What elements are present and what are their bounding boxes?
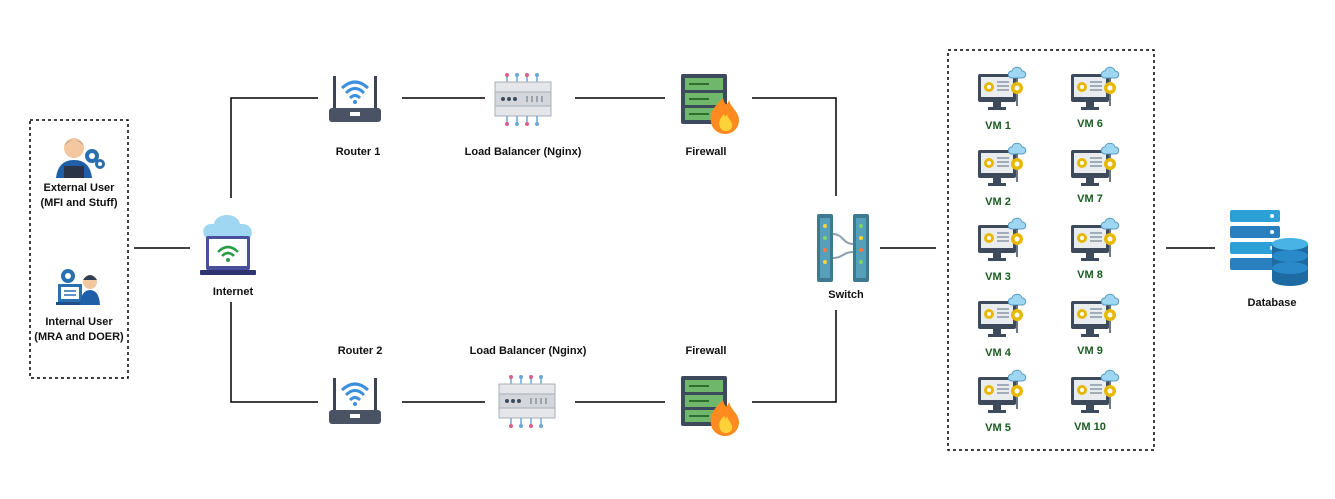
vm-8-icon: [1070, 217, 1120, 262]
vm-label: VM 3: [985, 271, 1011, 283]
vm-label: VM 10: [1074, 421, 1106, 433]
database-icon: [1230, 210, 1308, 286]
internal-user-title: Internal User: [45, 316, 113, 328]
vm-label: VM 7: [1077, 193, 1103, 205]
firewall-2-label: Firewall: [685, 345, 727, 357]
load-balancer-1-icon: [494, 72, 552, 127]
external-user-title: External User: [43, 182, 115, 194]
vm-2-icon: [977, 142, 1027, 187]
vm-10-icon: [1070, 369, 1120, 414]
vm-1-icon: [977, 66, 1027, 111]
vm-label: VM 9: [1077, 345, 1103, 357]
router-1-icon: [327, 74, 383, 124]
internet-icon: [200, 215, 256, 275]
firewall-1-icon: [680, 73, 740, 135]
internal-user-label: Internal User (MRA and DOER): [30, 315, 128, 345]
external-user-subtitle: (MFI and Stuff): [40, 197, 118, 209]
vm-6-icon: [1070, 66, 1120, 111]
vm-label: VM 4: [985, 347, 1011, 359]
users-group-box: [29, 119, 129, 379]
load-balancer-2-label: Load Balancer (Nginx): [469, 345, 587, 357]
vm-7-icon: [1070, 142, 1120, 187]
firewall-2-icon: [680, 375, 740, 437]
router-1-label: Router 1: [335, 146, 381, 158]
internal-user-icon: [56, 269, 100, 305]
router-2-label: Router 2: [337, 345, 383, 357]
switch-icon: [817, 214, 869, 282]
vm-label: VM 2: [985, 196, 1011, 208]
internet-label: Internet: [212, 286, 254, 298]
router-2-icon: [327, 376, 383, 426]
external-user-icon: [56, 138, 105, 178]
load-balancer-1-label: Load Balancer (Nginx): [464, 146, 582, 158]
vm-3-icon: [977, 217, 1027, 262]
switch-label: Switch: [828, 289, 864, 301]
vm-label: VM 6: [1077, 118, 1103, 130]
vm-5-icon: [977, 369, 1027, 414]
load-balancer-2-icon: [498, 374, 556, 429]
vm-cluster-box: [947, 49, 1155, 451]
firewall-1-label: Firewall: [685, 146, 727, 158]
vm-label: VM 5: [985, 422, 1011, 434]
vm-label: VM 8: [1077, 269, 1103, 281]
database-label: Database: [1247, 297, 1297, 309]
vm-4-icon: [977, 293, 1027, 338]
internal-user-subtitle: (MRA and DOER): [34, 331, 124, 343]
vm-label: VM 1: [985, 120, 1011, 132]
external-user-label: External User (MFI and Stuff): [30, 181, 128, 211]
connection-lines: [134, 97, 1215, 403]
vm-9-icon: [1070, 293, 1120, 338]
